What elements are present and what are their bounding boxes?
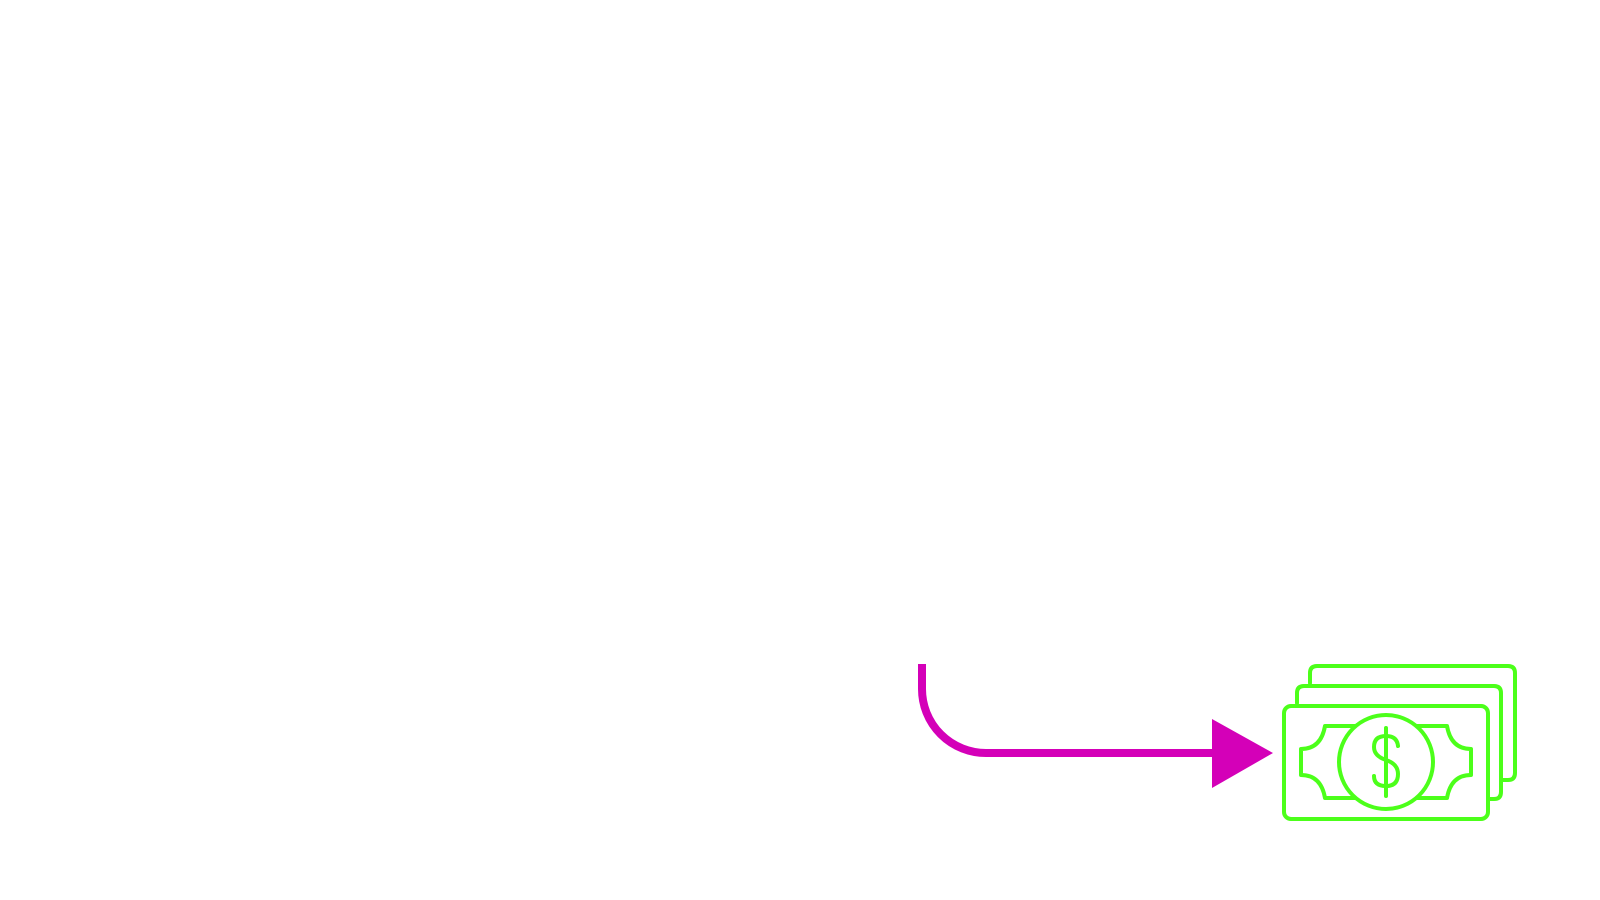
money-stack-icon [1282, 664, 1517, 821]
bill-inner-frame [1299, 724, 1473, 800]
arrow-head [1212, 719, 1273, 788]
curved-arrow-icon [918, 664, 1273, 788]
middle-bill [1295, 684, 1503, 801]
front-bill [1282, 704, 1490, 821]
arrow-shaft [918, 664, 1216, 757]
back-bill [1308, 664, 1517, 782]
dollar-sign-icon [1372, 726, 1400, 798]
